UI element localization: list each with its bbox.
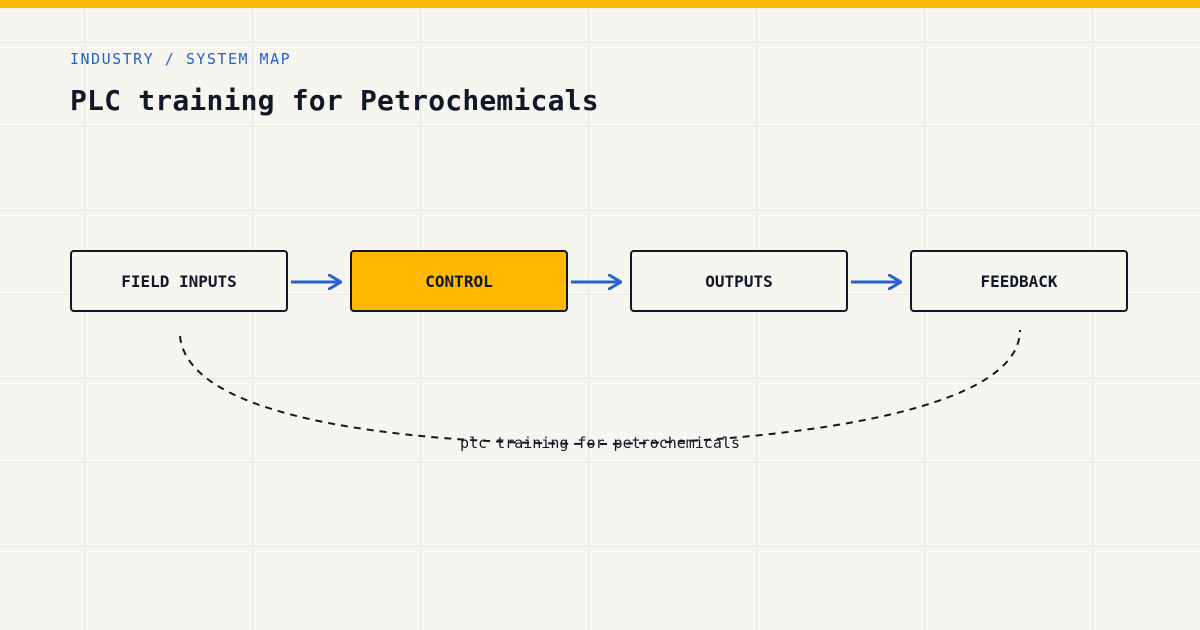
node-field-inputs: FIELD INPUTS: [70, 250, 288, 312]
node-outputs: OUTPUTS: [630, 250, 848, 312]
feedback-loop-dashed-curve: [179, 329, 1021, 446]
breadcrumb-kicker: INDUSTRY / SYSTEM MAP: [70, 50, 292, 68]
top-accent-bar: [0, 0, 1200, 8]
node-control: CONTROL: [350, 250, 568, 312]
node-label-feedback: FEEDBACK: [980, 271, 1058, 291]
node-feedback: FEEDBACK: [910, 250, 1128, 312]
page-title: PLC training for Petrochemicals: [70, 84, 599, 117]
node-label-outputs: OUTPUTS: [705, 271, 773, 291]
feedback-loop-label: plc training for petrochemicals: [460, 434, 740, 452]
node-label-control: CONTROL: [425, 271, 493, 291]
node-label-field-inputs: FIELD INPUTS: [121, 271, 237, 291]
